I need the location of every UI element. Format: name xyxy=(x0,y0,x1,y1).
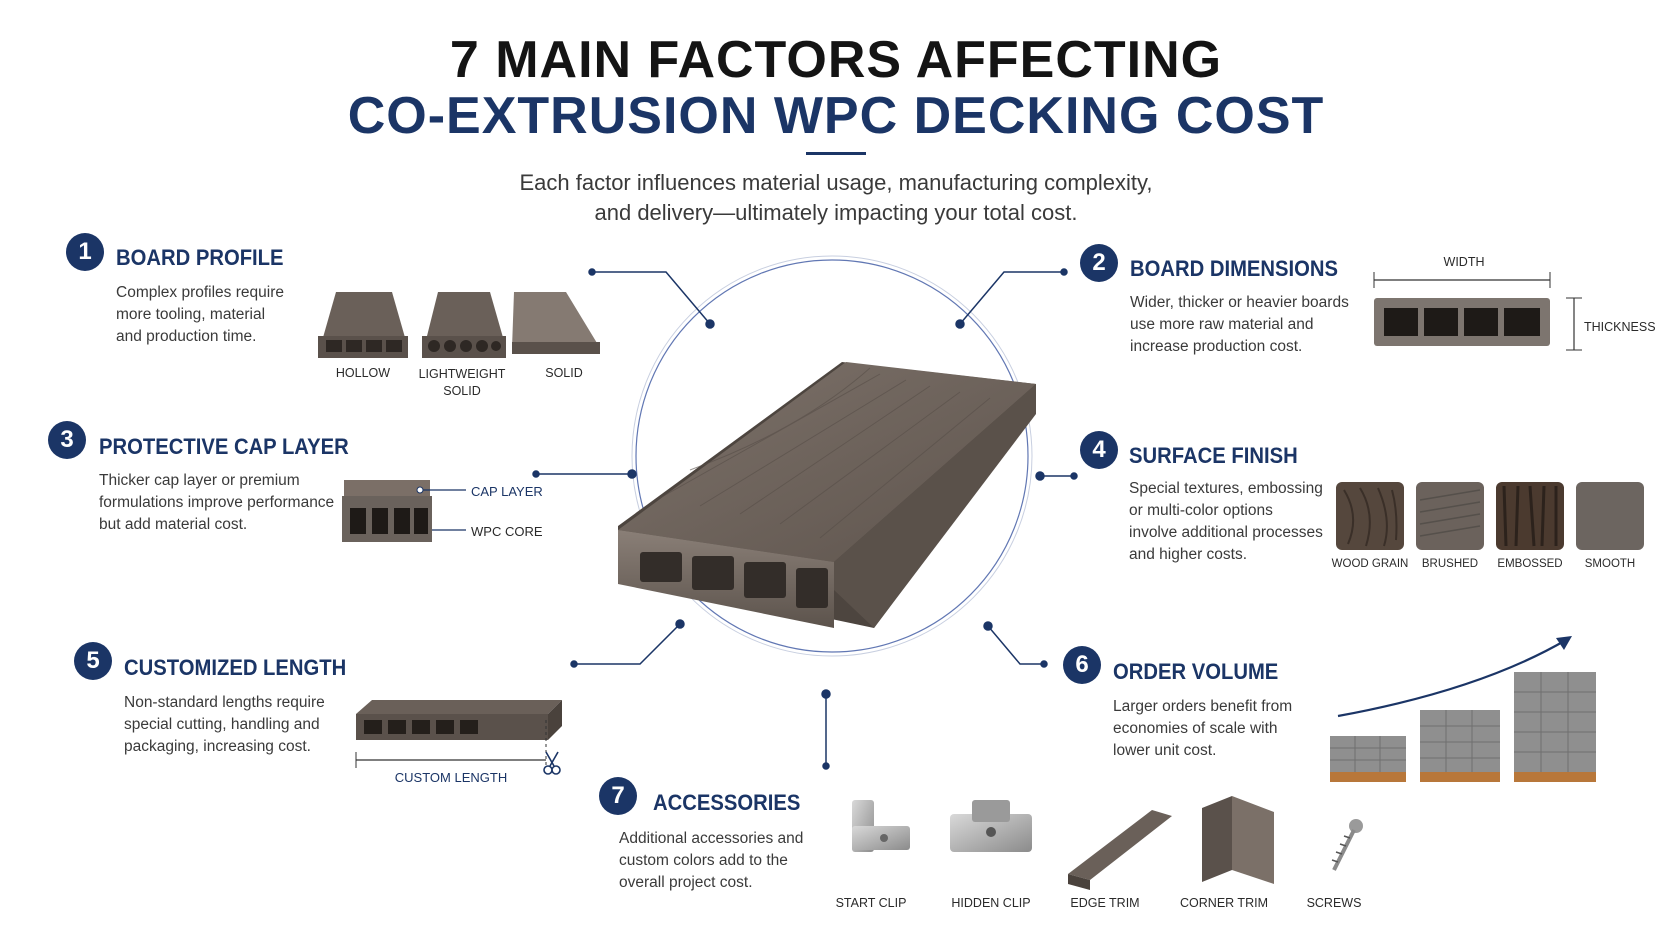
center-ring-faint xyxy=(631,255,1033,657)
start-clip-icon xyxy=(852,800,910,852)
connector-2 xyxy=(959,271,1064,325)
finish-brushed xyxy=(1416,482,1484,550)
label-hollow: HOLLOW xyxy=(335,366,391,380)
finish-embossed xyxy=(1496,482,1564,550)
profile-hollow xyxy=(318,292,408,358)
custom-length-board xyxy=(355,700,562,775)
finish-wood-grain xyxy=(1336,482,1404,550)
title-underline xyxy=(806,152,866,155)
factor-3-number: 3 xyxy=(48,421,86,459)
connector-5 xyxy=(574,623,681,665)
factor-1-number: 1 xyxy=(66,233,104,271)
label-corner-trim: CORNER TRIM xyxy=(1180,896,1268,910)
factor-1-title: BOARD PROFILE xyxy=(116,245,284,270)
label-start-clip: START CLIP xyxy=(835,896,907,910)
factor-4-title: SURFACE FINISH xyxy=(1129,443,1298,468)
factor-2-title: BOARD DIMENSIONS xyxy=(1130,256,1339,281)
label-thickness: THICKNESS xyxy=(1584,320,1656,334)
corner-trim-icon xyxy=(1202,796,1274,884)
label-screws: SCREWS xyxy=(1306,896,1362,910)
factor-7-number: 7 xyxy=(599,777,637,815)
center-ring xyxy=(635,259,1029,653)
page-title-line2: CO-EXTRUSION WPC DECKING COST xyxy=(347,87,1325,145)
cap-layer-sample xyxy=(342,480,466,542)
profile-lightweight-solid xyxy=(422,292,506,358)
subtitle-line2: and delivery—ultimately impacting your t… xyxy=(594,200,1078,225)
screw-icon xyxy=(1331,819,1363,871)
label-solid: SOLID xyxy=(545,366,583,380)
factor-6-title: ORDER VOLUME xyxy=(1113,659,1279,684)
factor-7-title: ACCESSORIES xyxy=(653,790,801,815)
scissors-icon xyxy=(543,751,561,775)
profile-solid xyxy=(512,292,600,354)
volume-arrow xyxy=(1337,636,1572,718)
label-wood-grain: WOOD GRAIN xyxy=(1331,558,1409,570)
hidden-clip-icon xyxy=(950,800,1032,852)
label-custom-length: CUSTOM LENGTH xyxy=(394,770,508,785)
label-brushed: BRUSHED xyxy=(1421,558,1479,570)
factor-2-number: 2 xyxy=(1080,244,1118,282)
pallet-large xyxy=(1514,672,1596,782)
board-cavity xyxy=(640,552,682,582)
dimension-board xyxy=(1373,272,1582,351)
central-decking-board xyxy=(618,362,1036,628)
finish-smooth xyxy=(1576,482,1644,550)
label-wpc-core: WPC CORE xyxy=(471,524,543,539)
label-width: WIDTH xyxy=(1443,255,1485,269)
factor-4-number: 4 xyxy=(1080,431,1118,469)
page-title-line1: 7 MAIN FACTORS AFFECTING xyxy=(449,31,1223,89)
pallet-small xyxy=(1330,736,1406,782)
subtitle: Each factor influences material usage, m… xyxy=(0,168,1672,228)
label-edge-trim: EDGE TRIM xyxy=(1070,896,1140,910)
label-embossed: EMBOSSED xyxy=(1497,558,1563,570)
edge-trim-icon xyxy=(1068,810,1172,890)
factor-6-number: 6 xyxy=(1063,646,1101,684)
label-hidden-clip: HIDDEN CLIP xyxy=(951,896,1031,910)
factor-3-title: PROTECTIVE CAP LAYER xyxy=(99,434,349,459)
factor-5-number: 5 xyxy=(74,642,112,680)
connector-6 xyxy=(987,625,1044,665)
label-smooth: SMOOTH xyxy=(1584,558,1636,570)
connector-1 xyxy=(592,271,711,325)
subtitle-line1: Each factor influences material usage, m… xyxy=(519,170,1153,195)
label-cap-layer: CAP LAYER xyxy=(471,484,543,499)
factor-5-title: CUSTOMIZED LENGTH xyxy=(124,655,347,680)
pallet-medium xyxy=(1420,710,1500,782)
